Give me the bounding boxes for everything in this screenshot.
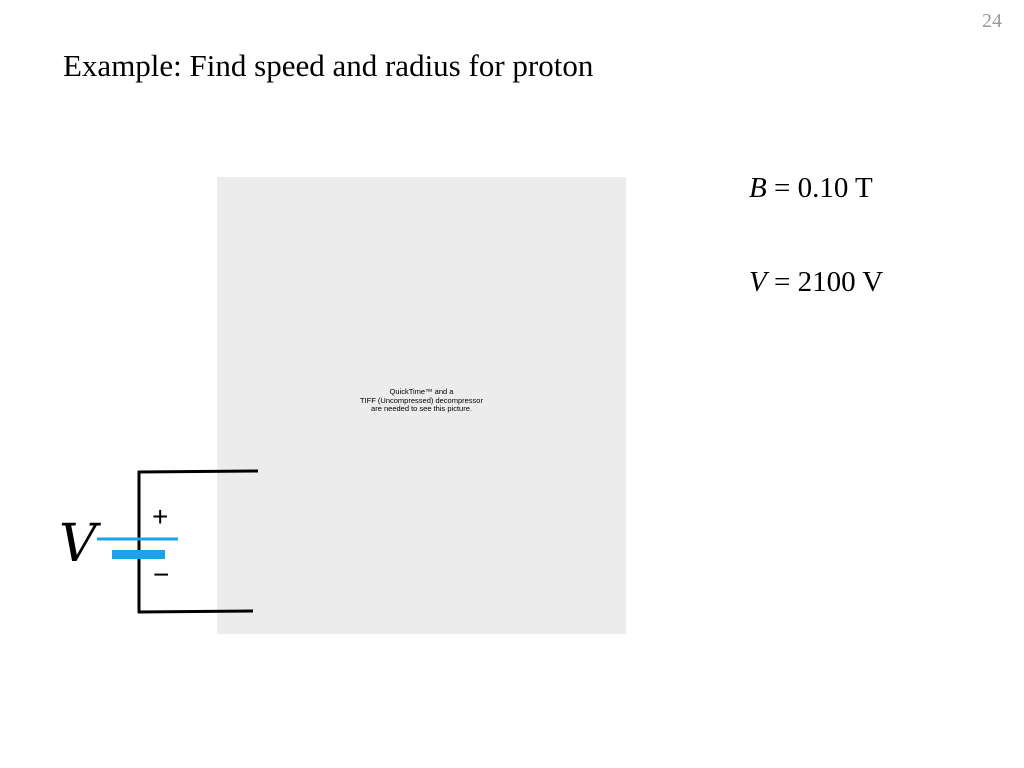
voltage-label: V bbox=[59, 514, 101, 574]
placeholder-line-3: are needed to see this picture. bbox=[371, 404, 472, 413]
circuit-top-wire bbox=[137, 469, 259, 474]
slide-title: Example: Find speed and radius for proto… bbox=[63, 48, 594, 83]
given-voltage: V = 2100 V bbox=[749, 266, 883, 299]
placeholder-line-1: QuickTime™ and a bbox=[389, 387, 454, 396]
minus-sign: − bbox=[153, 559, 169, 590]
circuit-bottom-wire bbox=[137, 609, 254, 614]
battery-negative-plate bbox=[112, 550, 165, 559]
v-value: = 2100 V bbox=[766, 266, 884, 298]
slide-number: 24 bbox=[982, 10, 1002, 32]
battery-circuit-diagram: V + − bbox=[59, 469, 259, 614]
placeholder-line-2: TIFF (Uncompressed) decompressor bbox=[360, 395, 483, 405]
placeholder-message: QuickTime™ and a TIFF (Uncompressed) dec… bbox=[217, 387, 626, 414]
plus-sign: + bbox=[152, 501, 168, 532]
b-value: = 0.10 T bbox=[766, 172, 873, 204]
missing-image-placeholder: QuickTime™ and a TIFF (Uncompressed) dec… bbox=[217, 177, 626, 634]
given-magnetic-field: B = 0.10 T bbox=[749, 172, 873, 205]
v-symbol: V bbox=[749, 266, 767, 298]
b-symbol: B bbox=[749, 172, 767, 204]
